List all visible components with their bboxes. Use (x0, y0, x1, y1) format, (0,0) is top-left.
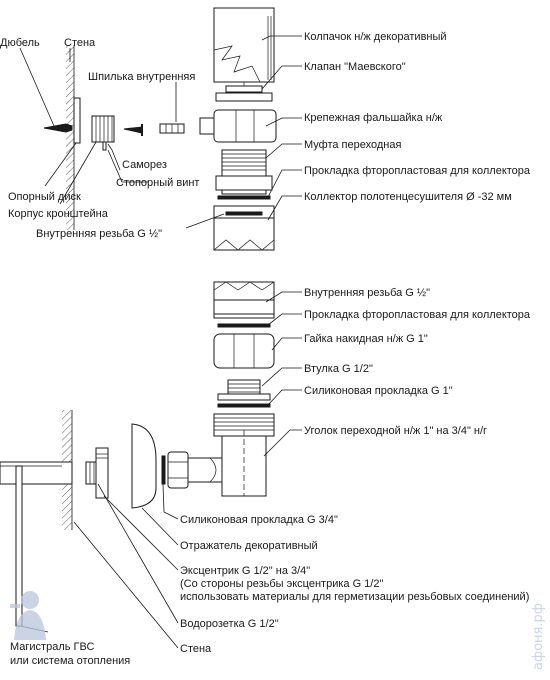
bushing (217, 379, 271, 401)
adapter-elbow (187, 413, 275, 497)
elbow-nut (161, 451, 189, 489)
label-prokladka-2: Прокладка фторопластовая для коллектора (304, 309, 531, 321)
label-ekscentrik-2: (Со стороны резьбы эксцентрика G 1/2" (180, 578, 383, 590)
ptfe-gasket-1 (217, 195, 271, 200)
label-otrazhatel: Отражатель декоративный (180, 540, 318, 552)
label-opornyi-disk: Опорный диск (8, 191, 81, 203)
bracket-assembly (43, 45, 185, 230)
main-pipe (0, 461, 73, 485)
label-ekscentrik-3: использовать материалы для герметизации … (180, 591, 529, 603)
labels: Дюбель Стена Шпилька внутренняя Саморез … (0, 31, 531, 667)
ptfe-gasket-2 (217, 323, 271, 328)
label-ugolok: Уголок переходной н/ж 1" на 3/4" н/г (304, 425, 487, 437)
eccentric (85, 447, 109, 499)
stop-screw (102, 141, 107, 151)
label-stena-top: Стена (64, 37, 96, 49)
label-prokladka-1: Прокладка фторопластовая для коллектора (304, 165, 531, 177)
watermark-text: афоня.рф (531, 603, 546, 670)
central-column (161, 7, 277, 497)
plumber-logo (10, 591, 46, 640)
label-vtulka: Втулка G 1/2" (304, 363, 373, 375)
internal-stud (159, 123, 185, 134)
label-korpus: Корпус кронштейна (8, 208, 109, 220)
label-ekscentrik-1: Эксцентрик G 1/2" на 3/4" (180, 565, 310, 577)
adapter-coupling (215, 149, 273, 195)
silicone-gasket-34 (161, 455, 166, 485)
label-klapan: Клапан "Маевского" (304, 61, 406, 73)
mayevsky-valve (215, 82, 273, 102)
support-disk (73, 97, 81, 144)
self-tapping-screw (123, 126, 143, 134)
silicone-gasket-1 (217, 403, 271, 408)
decorative-cap (213, 7, 275, 83)
label-kolpachok: Колпачок н/ж декоративный (304, 31, 447, 43)
bracket-body (91, 115, 115, 143)
label-stopornyi-vint: Стопорный винт (116, 177, 199, 189)
label-kollektor: Коллектор полотенцесушителя Ø -32 мм (304, 191, 512, 203)
label-magistral-2: или система отопления (10, 655, 130, 667)
label-shpilka: Шпилька внутренняя (88, 71, 195, 83)
collector-bottom (213, 281, 275, 319)
label-samorez: Саморез (122, 159, 167, 171)
fastening-washer (199, 109, 277, 143)
label-silikon-1: Силиконовая прокладка G 1" (304, 385, 453, 397)
label-dubel: Дюбель (0, 37, 40, 49)
collector-top (213, 205, 275, 251)
label-falshaika: Крепежная фальшайка н/ж (304, 112, 443, 124)
label-vnutr-rezba-1: Внутренняя резьба G ½" (36, 228, 162, 240)
decorative-reflector (131, 423, 157, 509)
label-silikon-34: Силиконовая прокладка G 3/4" (180, 514, 338, 526)
label-gaika: Гайка накидная н/ж G 1" (304, 333, 428, 345)
label-magistral-1: Магистраль ГВС (10, 641, 94, 653)
union-nut (213, 333, 275, 369)
label-stena-bottom: Стена (180, 643, 212, 655)
watermark: афоня.рф (10, 591, 546, 670)
label-mufta: Муфта переходная (304, 139, 401, 151)
label-vnutr-rezba-2: Внутренняя резьба G ½" (304, 287, 430, 299)
wall-top (66, 45, 74, 230)
label-vodorozetka: Водорозетка G 1/2" (180, 618, 279, 630)
